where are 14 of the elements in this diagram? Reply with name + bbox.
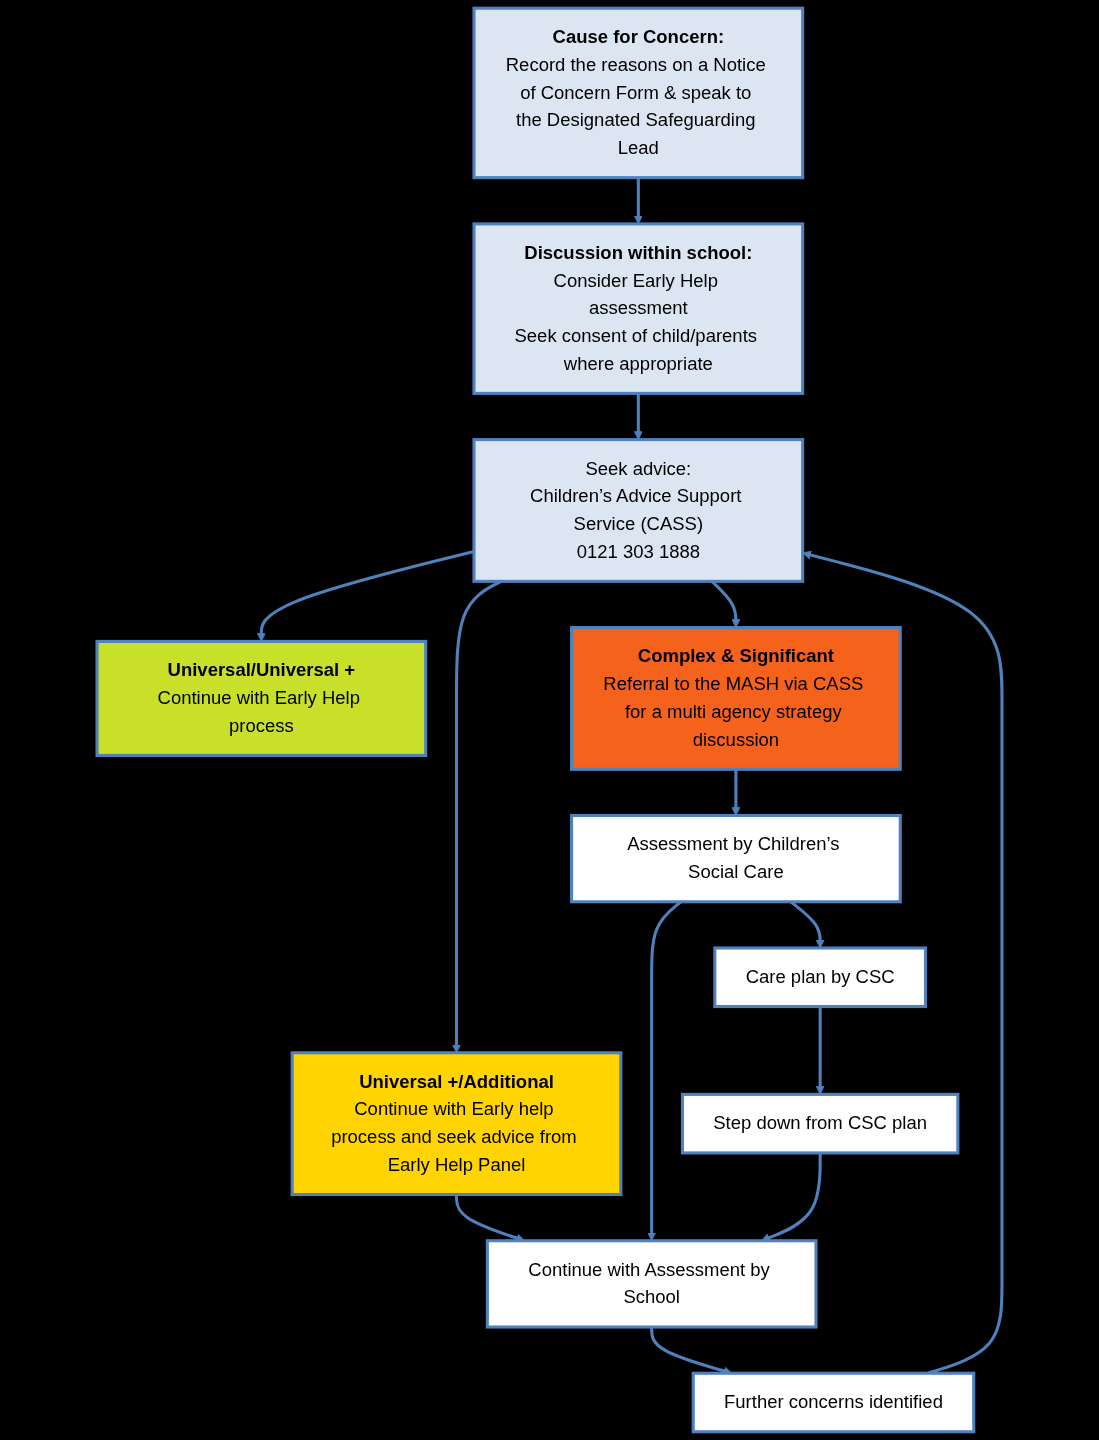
arrow: [815, 1006, 825, 1095]
node-box: Seek advice: Children’s Advice Support Service (CASS) 0121 303 1888: [472, 438, 805, 583]
node-box: Universal +/Additional Continue with Early help process and seek advice from Early Help Panel: [290, 1051, 623, 1197]
node-box: Cause for Concern: Record the reasons on a Notice of Concern Form & speak to the Designated Safeguarding Lead: [472, 6, 805, 180]
node-box: Further concerns identified: [691, 1371, 976, 1434]
node-box: Universal/Universal + Continue with Early Help process: [95, 639, 428, 757]
node-box: Care plan by CSC: [713, 946, 927, 1009]
node-box: Complex & Significant Referral to the MASH via CASS for a multi agency strategy discussion: [570, 626, 902, 771]
node-box: Step down from CSC plan: [680, 1092, 960, 1155]
arrow: [633, 393, 643, 440]
node-box: Discussion within school: Consider Early Help assessment Seek consent of child/parents where appropriate: [472, 222, 805, 395]
node-box: Assessment by Children’s Social Care: [570, 814, 902, 904]
arrow: [731, 769, 741, 816]
node-box: Continue with Assessment by School: [485, 1239, 818, 1329]
